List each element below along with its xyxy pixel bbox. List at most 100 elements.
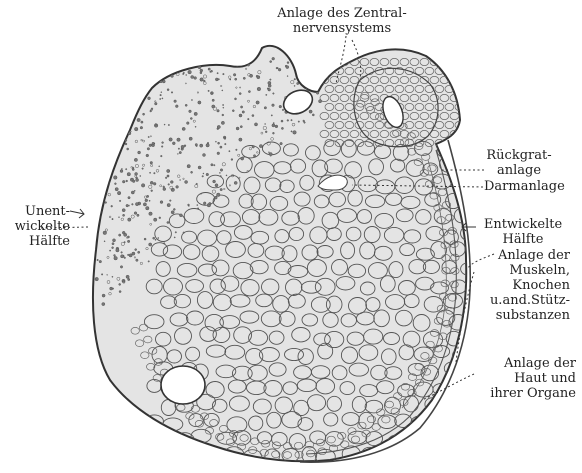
- stipple-dot: [287, 76, 288, 77]
- label-undeveloped-half-line-2: wickelte: [0, 219, 70, 234]
- stipple-dot: [234, 181, 237, 184]
- stipple-dot: [107, 66, 109, 68]
- label-nervous-system-line-1: Anlage des Zentral-: [262, 6, 422, 21]
- label-spine-line-2: anlage: [484, 163, 554, 178]
- stipple-dot: [161, 72, 162, 73]
- stipple-dot: [272, 132, 274, 134]
- label-muscles-line-1: Anlage der: [470, 248, 570, 263]
- stipple-dot: [114, 98, 116, 100]
- stipple-dot: [132, 168, 134, 170]
- stipple-dot: [254, 123, 257, 126]
- stipple-dot: [179, 214, 182, 217]
- stipple-dot: [149, 172, 150, 173]
- stipple-dot: [172, 66, 173, 67]
- stipple-dot: [128, 55, 130, 57]
- stipple-dot: [259, 145, 262, 148]
- stipple-dot: [198, 166, 201, 169]
- stipple-dot: [282, 109, 284, 111]
- stipple-dot: [197, 205, 198, 206]
- tissue-cell: [465, 159, 482, 171]
- stipple-dot: [220, 188, 222, 190]
- stipple-dot: [141, 184, 144, 187]
- stipple-dot: [270, 79, 271, 80]
- stipple-dot: [272, 104, 275, 107]
- stipple-dot: [127, 254, 129, 256]
- label-nervous-system-line-2: nervensystems: [262, 21, 422, 36]
- tissue-cell: [454, 415, 470, 432]
- stipple-dot: [187, 122, 190, 125]
- stipple-dot: [163, 188, 166, 191]
- label-undeveloped-half: Unent- wickelte Hälfte: [0, 204, 70, 249]
- stipple-dot: [256, 75, 258, 77]
- stipple-dot: [129, 63, 131, 65]
- tissue-cell: [378, 448, 395, 460]
- stipple-dot: [208, 90, 209, 91]
- stipple-dot: [191, 60, 194, 63]
- stipple-dot: [95, 144, 98, 147]
- label-spine-line-1: Rückgrat-: [484, 148, 554, 163]
- stipple-dot: [257, 87, 261, 91]
- stipple-dot: [233, 61, 235, 63]
- stipple-dot: [140, 175, 141, 176]
- stipple-dot: [136, 179, 139, 182]
- label-gut: Darmanlage: [484, 179, 565, 194]
- stipple-dot: [124, 106, 126, 108]
- stipple-dot: [235, 78, 237, 80]
- stipple-dot: [134, 103, 137, 106]
- stipple-dot: [264, 107, 266, 109]
- stipple-dot: [229, 151, 230, 152]
- stipple-dot: [287, 120, 289, 122]
- stipple-dot: [107, 56, 110, 59]
- stipple-dot: [123, 56, 126, 59]
- stipple-dot: [127, 172, 130, 175]
- stipple-dot: [196, 183, 197, 184]
- stipple-dot: [112, 276, 113, 277]
- stipple-dot: [146, 206, 149, 209]
- stipple-dot: [138, 151, 141, 154]
- tissue-cell: [424, 433, 439, 447]
- stipple-dot: [167, 221, 169, 223]
- stipple-dot: [99, 167, 101, 169]
- stipple-dot: [242, 111, 244, 113]
- stipple-dot: [113, 64, 116, 67]
- stipple-dot: [213, 180, 216, 183]
- stipple-dot: [148, 261, 149, 262]
- stipple-dot: [103, 231, 107, 235]
- stipple-dot: [122, 97, 125, 100]
- stipple-dot: [136, 55, 137, 56]
- neural-cell: [440, 58, 449, 65]
- stipple-dot: [180, 179, 181, 180]
- stipple-dot: [111, 161, 115, 165]
- stipple-dot: [134, 158, 137, 161]
- stipple-dot: [190, 117, 192, 119]
- stipple-dot: [111, 205, 113, 207]
- stipple-dot: [200, 144, 203, 147]
- stipple-dot: [128, 278, 130, 280]
- stipple-dot: [141, 90, 144, 93]
- stipple-dot: [134, 55, 135, 56]
- stipple-dot: [104, 132, 108, 136]
- stipple-dot: [145, 199, 148, 202]
- stipple-dot: [170, 200, 172, 202]
- stipple-dot: [271, 115, 272, 116]
- stipple-dot: [239, 138, 242, 141]
- stipple-dot: [214, 196, 217, 199]
- stipple-dot: [154, 218, 157, 221]
- stipple-dot: [236, 127, 239, 130]
- stipple-dot: [170, 181, 173, 184]
- stipple-dot: [175, 232, 176, 233]
- stipple-dot: [189, 137, 192, 140]
- stipple-dot: [159, 217, 161, 219]
- stipple-dot: [112, 288, 114, 290]
- stipple-dot: [95, 171, 98, 174]
- stipple-dot: [240, 126, 242, 128]
- stipple-dot: [161, 92, 162, 93]
- stipple-dot: [191, 171, 193, 173]
- stipple-dot: [175, 54, 178, 57]
- stipple-dot: [99, 260, 102, 263]
- stipple-dot: [209, 202, 211, 204]
- stipple-dot: [120, 266, 122, 268]
- stipple-dot: [233, 74, 236, 77]
- stipple-dot: [132, 79, 134, 81]
